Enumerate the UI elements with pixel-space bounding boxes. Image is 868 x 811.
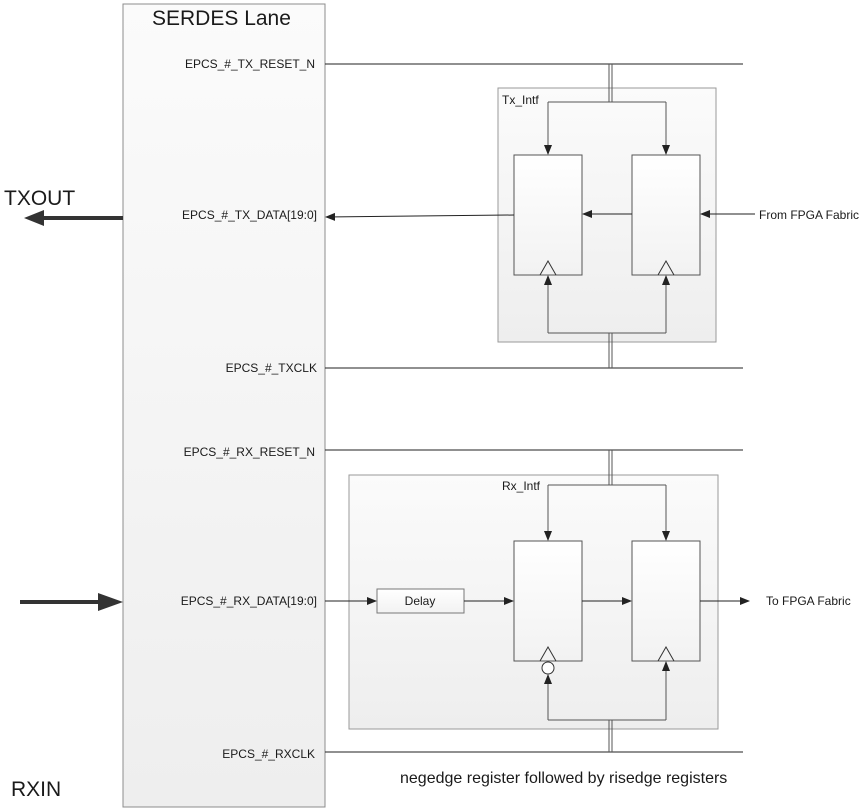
serdes-lane-block [122, 3, 326, 808]
tx-data-output-line [325, 212, 515, 221]
tx-register-1-clock-triangle [539, 259, 557, 276]
tx-reset-label: EPCS_#_TX_RESET_N [185, 57, 315, 71]
tx-fabric-input-label: From FPGA Fabric [759, 208, 859, 222]
diagram-caption: negedge register followed by risedge reg… [400, 770, 727, 787]
rx-fabric-output-label: To FPGA Fabric [766, 594, 851, 608]
tx-register-2 [631, 154, 701, 276]
rx-data-label: EPCS_#_RX_DATA[19:0] [181, 594, 317, 608]
tx-intf-title: Tx_Intf [502, 93, 539, 107]
rx-intf-title: Rx_Intf [502, 479, 541, 493]
rx-register-1 [513, 540, 583, 662]
rx-register-2 [631, 540, 701, 662]
tx-data-label: EPCS_#_TX_DATA[19:0] [182, 208, 317, 222]
rx-delay-block [376, 588, 465, 614]
rxin-arrow [20, 593, 123, 611]
txout-arrow [24, 210, 123, 226]
rx-clock-tap [544, 661, 670, 752]
rx-register-2-clock-triangle [657, 645, 675, 662]
rx-delay-label: Delay [405, 594, 436, 608]
rx-reset-tap [544, 450, 670, 541]
tx-register-2-clock-triangle [657, 259, 675, 276]
rx-reset-label: EPCS_#_RX_RESET_N [184, 445, 315, 459]
tx-clock-tap [544, 275, 670, 368]
rx-register-1-negedge-bubble [541, 661, 555, 675]
rxin-label: RXIN [11, 778, 61, 801]
serdes-lane-title: SERDES Lane [152, 7, 291, 30]
tx-register-1 [513, 154, 583, 276]
rx-clk-label: EPCS_#_RXCLK [222, 747, 315, 761]
txout-label: TXOUT [4, 187, 75, 210]
tx-clk-label: EPCS_#_TXCLK [226, 361, 317, 375]
rx-register-1-clock-triangle [539, 645, 557, 662]
tx-reset-tap [544, 64, 670, 155]
